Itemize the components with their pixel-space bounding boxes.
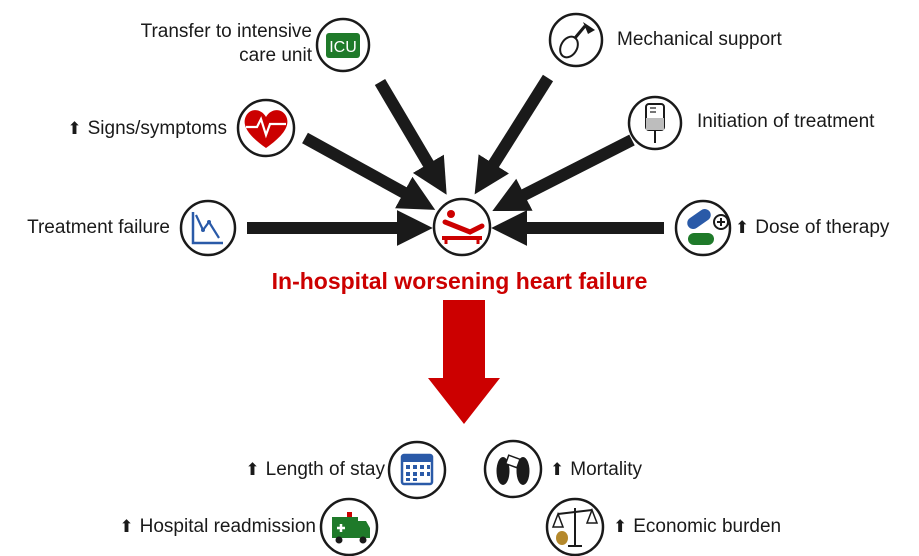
increase-arrow-icon: ⬆ — [613, 517, 628, 536]
ambulance-icon — [319, 497, 379, 556]
trigger-failure-label: Treatment failure — [27, 216, 170, 240]
outcome-readmission-text: Hospital readmission — [139, 516, 316, 537]
outcome-los-label: ⬆ Length of stay — [245, 458, 385, 482]
trigger-mechanical-label: Mechanical support — [617, 28, 782, 52]
arrow-mechanical — [474, 74, 554, 195]
increase-arrow-icon: ⬆ — [119, 517, 134, 536]
declining-chart-icon — [179, 199, 237, 257]
outcome-down-arrow — [428, 300, 500, 424]
trigger-dose-text: Dose of therapy — [755, 217, 890, 238]
outcome-economic-text: Economic burden — [633, 516, 782, 537]
trigger-failure-text: Treatment failure — [27, 217, 170, 238]
outcome-los-text: Length of stay — [265, 459, 385, 480]
icu-icon: ICU — [315, 17, 371, 73]
increase-arrow-icon: ⬆ — [245, 460, 260, 479]
trigger-icu-line1: Transfer to intensive — [140, 21, 312, 42]
trigger-signs-label: ⬆ Signs/symptoms — [67, 117, 227, 141]
trigger-initiation-label: Initiation of treatment — [697, 110, 874, 134]
arrow-initiation — [492, 134, 635, 212]
icu-icon-text: ICU — [329, 39, 357, 56]
trigger-icu-line2: care unit — [239, 45, 312, 66]
trigger-mechanical-text: Mechanical support — [617, 29, 782, 50]
heart-pulse-icon — [236, 98, 296, 158]
arrow-icu — [374, 78, 447, 195]
iv-bag-icon — [627, 95, 683, 151]
increase-arrow-icon: ⬆ — [67, 119, 82, 138]
outcome-economic-label: ⬆ Economic burden — [613, 515, 781, 539]
center-title: In-hospital worsening heart failure — [271, 268, 648, 294]
trigger-initiation-text: Initiation of treatment — [697, 111, 875, 132]
ventilator-bag-icon — [548, 12, 604, 68]
outcome-readmission-label: ⬆ Hospital readmission — [119, 515, 316, 539]
patient-bed-icon — [432, 197, 492, 257]
scales-money-icon — [545, 497, 605, 556]
outcome-mortality-label: ⬆ Mortality — [550, 458, 642, 482]
pills-icon — [674, 199, 732, 257]
increase-arrow-icon: ⬆ — [550, 460, 565, 479]
feet-tag-icon — [483, 439, 543, 499]
trigger-dose-label: ⬆ Dose of therapy — [735, 216, 889, 240]
increase-arrow-icon: ⬆ — [735, 218, 750, 237]
calendar-icon — [387, 440, 447, 500]
trigger-signs-text: Signs/symptoms — [87, 118, 227, 139]
trigger-icu-label: Transfer to intensive care unit — [141, 20, 312, 68]
arrow-signs — [302, 132, 436, 210]
outcome-mortality-text: Mortality — [570, 459, 643, 480]
